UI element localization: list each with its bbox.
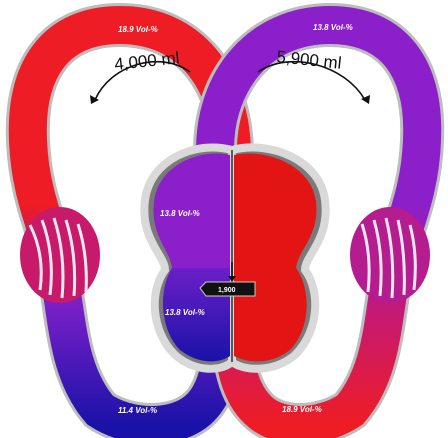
heart-left-upper-chamber: [153, 153, 230, 268]
left-capillary-bed: [20, 207, 100, 303]
right-capillary-bed: [350, 207, 430, 303]
bottom-left-oxygen-label: 11.4 Vol-%: [118, 406, 157, 415]
top-left-oxygen-label: 18.9 Vol-%: [118, 25, 158, 34]
heart: [140, 143, 330, 373]
center-badge-label: 1,900: [218, 287, 236, 294]
heart-left-upper-label: 13.8 Vol-%: [160, 209, 200, 218]
center-badge: 1,900: [199, 281, 256, 297]
right-volume-label: 5,900 ml: [276, 47, 343, 73]
top-right-oxygen-label: 13.8 Vol-%: [313, 23, 353, 32]
right-flow-arrow-icon: [257, 60, 370, 104]
left-volume-label: 4,000 ml: [113, 48, 180, 74]
bottom-right-oxygen-label: 18.9 Vol-%: [282, 405, 322, 414]
down-arrow-icon: [228, 262, 236, 282]
left-flow-arrow-icon: [90, 60, 191, 104]
heart-left-lower-label: 13.8 Vol-%: [165, 308, 205, 317]
heart-right-chamber: [234, 153, 317, 362]
